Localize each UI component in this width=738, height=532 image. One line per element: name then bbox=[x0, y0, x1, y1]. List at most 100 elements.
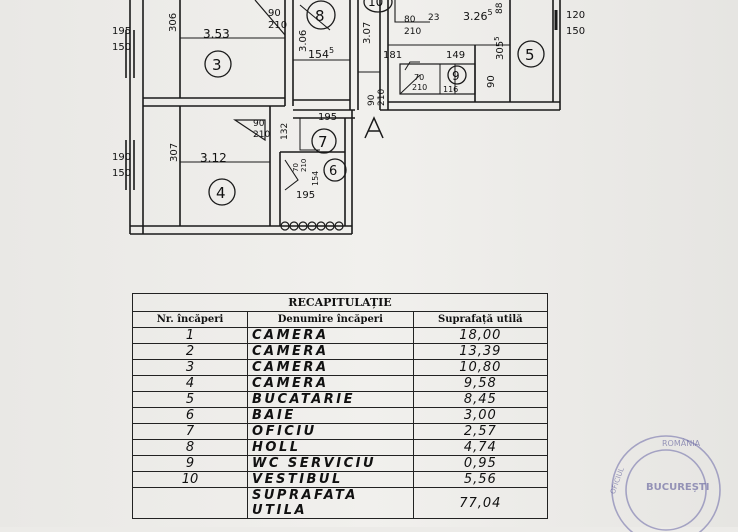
dim-154: 154 bbox=[311, 171, 320, 186]
room-number-10: 10 bbox=[368, 0, 383, 9]
room-name: BUCATARIE bbox=[247, 391, 414, 408]
recap-table-container: RECAPITULAȚIE Nr. încăperi Denumire încă… bbox=[131, 293, 549, 527]
room-area: 9,58 bbox=[412, 375, 549, 392]
row-number: 2 bbox=[131, 343, 249, 360]
dim-195: 195 bbox=[112, 26, 131, 37]
dim-90d: 90 bbox=[253, 119, 265, 129]
dim-210f: 210 bbox=[300, 159, 308, 172]
dim-150b: 150 bbox=[566, 26, 585, 37]
total-row: SUPRAFATA UTILA 77,04 bbox=[131, 487, 549, 519]
recap-table: RECAPITULAȚIE Nr. încăperi Denumire încă… bbox=[131, 293, 549, 519]
room-name: WC SERVICIU bbox=[247, 455, 414, 472]
dim-307b: 307 bbox=[169, 143, 180, 162]
stamp-city: BUCUREȘTI bbox=[646, 482, 709, 493]
dim-210b: 210 bbox=[404, 27, 421, 37]
north-arrow-icon bbox=[364, 116, 384, 139]
room-area: 2,57 bbox=[412, 423, 549, 440]
dim-306: 306 bbox=[168, 13, 179, 32]
room-name: CAMERA bbox=[247, 375, 414, 392]
room-name: CAMERA bbox=[247, 343, 414, 360]
room-area: 8,45 bbox=[412, 391, 549, 408]
room-area: 0,95 bbox=[412, 455, 549, 472]
dim-70: 70 bbox=[414, 73, 424, 82]
room-area: 10,80 bbox=[412, 359, 549, 376]
row-number: 10 bbox=[131, 471, 249, 488]
dim-3055: 3055 bbox=[493, 36, 506, 60]
stamp-top-text: ROMÂNIA bbox=[662, 437, 701, 448]
official-stamp: ROMÂNIA BUCUREȘTI OFICIUL bbox=[609, 435, 721, 532]
floor-plan: 3 4 5 6 7 8 9 10 195 150 306 3.53 90 210… bbox=[112, 0, 585, 235]
room-number-8: 8 bbox=[315, 7, 325, 25]
dim-312: 3.12 bbox=[200, 151, 227, 165]
room-name: CAMERA bbox=[247, 327, 414, 344]
header-nr: Nr. încăperi bbox=[131, 311, 249, 328]
dim-116: 116 bbox=[443, 85, 458, 94]
room-number-7: 7 bbox=[318, 133, 328, 151]
room-area: 4,74 bbox=[412, 439, 549, 456]
room-name: OFICIU bbox=[247, 423, 414, 440]
dim-88: 88 bbox=[495, 2, 505, 14]
room-number-6: 6 bbox=[329, 164, 337, 179]
dim-90a: 90 bbox=[268, 8, 281, 19]
row-number: 5 bbox=[131, 391, 249, 408]
room-number-9: 9 bbox=[452, 69, 460, 83]
room-name: BAIE bbox=[247, 407, 414, 424]
dim-3265: 3.265 bbox=[463, 8, 493, 23]
dim-120: 120 bbox=[566, 10, 585, 21]
dim-80: 80 bbox=[404, 15, 416, 25]
stamp-left-text: OFICIUL bbox=[609, 466, 626, 495]
room-number-4: 4 bbox=[216, 184, 226, 202]
dim-90b: 90 bbox=[486, 75, 497, 88]
dim-353: 3.53 bbox=[203, 27, 230, 41]
room-area: 18,00 bbox=[412, 327, 549, 344]
dim-307: 3.07 bbox=[362, 22, 373, 44]
total-area: 77,04 bbox=[412, 487, 549, 519]
dim-23: 23 bbox=[428, 13, 439, 23]
total-label: SUPRAFATA UTILA bbox=[247, 487, 414, 519]
dim-149: 149 bbox=[446, 50, 465, 61]
dim-181: 181 bbox=[383, 50, 402, 61]
room-name: HOLL bbox=[247, 439, 414, 456]
row-number: 1 bbox=[131, 327, 249, 344]
row-number: 4 bbox=[131, 375, 249, 392]
room-name: VESTIBUL bbox=[247, 471, 414, 488]
room-area: 3,00 bbox=[412, 407, 549, 424]
row-number: 6 bbox=[131, 407, 249, 424]
room-number-5: 5 bbox=[525, 46, 535, 64]
dim-132: 132 bbox=[280, 123, 290, 140]
radiator-icon bbox=[280, 221, 344, 231]
dim-210d: 210 bbox=[377, 89, 387, 106]
dim-195c: 195 bbox=[296, 190, 315, 201]
table-title: RECAPITULAȚIE bbox=[132, 293, 548, 312]
dim-150: 150 bbox=[112, 42, 131, 53]
header-name: Denumire încăperi bbox=[247, 311, 414, 328]
dim-150c: 150 bbox=[112, 168, 131, 179]
dim-90c: 90 bbox=[367, 94, 377, 106]
dim-306b: 3.06 bbox=[298, 30, 309, 52]
dim-190: 190 bbox=[112, 152, 131, 163]
row-number: 8 bbox=[131, 439, 249, 456]
dim-195b: 195 bbox=[318, 112, 337, 123]
row-number: 9 bbox=[131, 455, 249, 472]
dim-210e: 210 bbox=[253, 130, 270, 140]
dim-210a: 210 bbox=[268, 20, 287, 31]
room-name: CAMERA bbox=[247, 359, 414, 376]
dim-210c: 210 bbox=[412, 83, 427, 92]
dim-1545: 1545 bbox=[308, 46, 334, 61]
row-number: 3 bbox=[131, 359, 249, 376]
room-area: 5,56 bbox=[412, 471, 549, 488]
room-area: 13,39 bbox=[412, 343, 549, 360]
row-number: 7 bbox=[131, 423, 249, 440]
header-area: Suprafață utilă bbox=[412, 311, 549, 328]
dim-70b: 70 bbox=[292, 163, 300, 172]
